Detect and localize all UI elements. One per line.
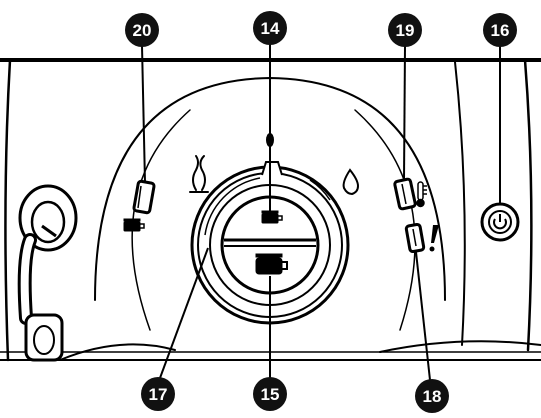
power-icon <box>493 214 507 230</box>
callout-badge-19: 19 <box>388 13 422 47</box>
two-cup-icon <box>255 253 288 275</box>
water-drop-icon <box>342 168 360 196</box>
callout-badge-18: 18 <box>415 379 449 413</box>
callout-badge-circle <box>141 377 175 411</box>
callout-number: 15 <box>261 385 280 404</box>
alarm-exclamation-icon <box>429 225 439 252</box>
callout-number: 20 <box>133 21 152 40</box>
callout-badge-circle <box>415 379 449 413</box>
callout-number: 19 <box>396 21 415 40</box>
alarm-indicator-light <box>404 222 426 254</box>
on-off-button[interactable] <box>480 202 520 242</box>
small-cup-icon <box>123 218 145 232</box>
callout-number: 14 <box>261 19 280 38</box>
central-cup-buttons <box>220 195 320 295</box>
callout-badge-15: 15 <box>253 377 287 411</box>
hot-water-selector-button[interactable] <box>393 177 417 211</box>
steam-wand <box>17 184 78 362</box>
thermometer-icon <box>416 181 427 208</box>
callout-number: 18 <box>423 387 442 406</box>
two-cup-button[interactable] <box>255 253 288 275</box>
leader-lines <box>141 44 501 381</box>
callout-badge-circle <box>125 13 159 47</box>
callout-badge-circle <box>388 13 422 47</box>
callout-badge-14: 14 <box>253 11 287 45</box>
one-cup-button[interactable] <box>224 206 316 240</box>
callout-badges: 20 14 19 16 17 15 18 <box>125 11 517 413</box>
callout-badge-circle <box>483 13 517 47</box>
callout-badge-20: 20 <box>125 13 159 47</box>
callout-number: 17 <box>149 385 168 404</box>
steam-icon <box>189 155 209 193</box>
callout-badge-circle <box>253 11 287 45</box>
steam-selector-button[interactable] <box>132 179 156 215</box>
callout-number: 16 <box>491 21 510 40</box>
one-cup-icon <box>261 210 283 224</box>
callout-badge-16: 16 <box>483 13 517 47</box>
callout-badge-circle <box>253 377 287 411</box>
callout-badge-17: 17 <box>141 377 175 411</box>
